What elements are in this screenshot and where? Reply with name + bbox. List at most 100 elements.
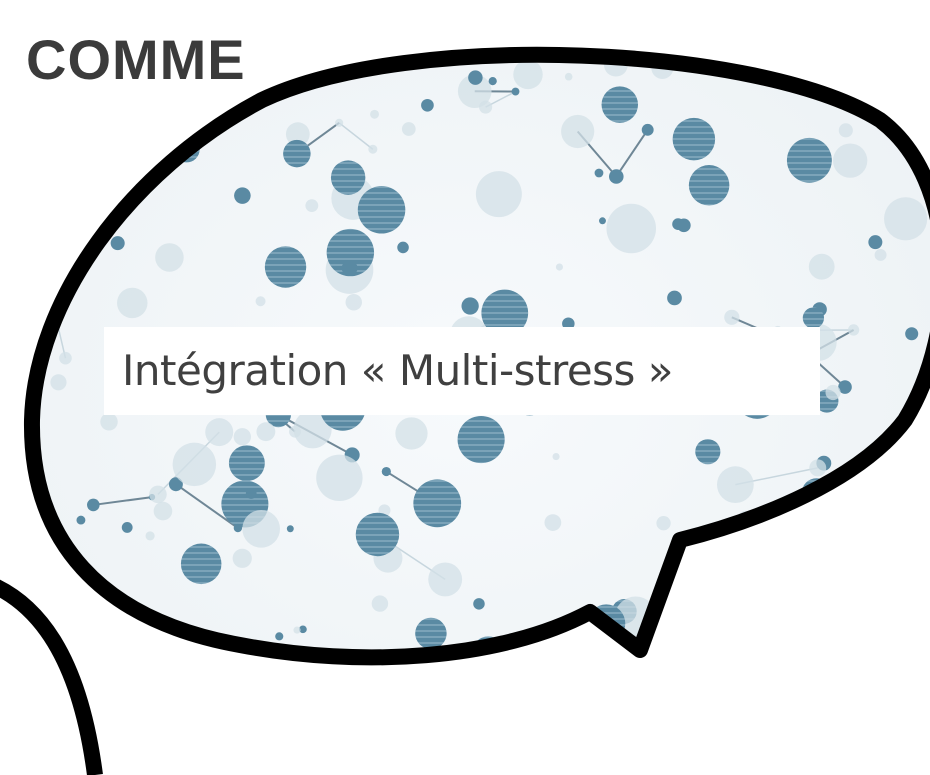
molecule-atom bbox=[838, 123, 853, 138]
molecule-atom bbox=[884, 197, 928, 241]
molecule-atom bbox=[802, 307, 825, 329]
molecule-atom bbox=[883, 58, 897, 71]
molecule-atom bbox=[357, 186, 406, 234]
molecule-atom bbox=[667, 290, 682, 306]
molecule-atom bbox=[800, 546, 816, 562]
molecule-atom bbox=[149, 485, 167, 504]
molecule-atom bbox=[488, 77, 497, 86]
molecule-atom bbox=[599, 217, 606, 225]
molecule-atom bbox=[283, 139, 311, 168]
molecule-atom bbox=[177, 111, 188, 122]
molecule-atom bbox=[606, 203, 657, 254]
molecule-atom bbox=[874, 248, 887, 261]
molecule-bond bbox=[615, 129, 649, 178]
molecule-atom bbox=[716, 466, 754, 504]
molecule-atom bbox=[31, 227, 64, 272]
molecule-atom bbox=[168, 477, 183, 492]
molecule-atom bbox=[428, 562, 463, 597]
molecule-atom bbox=[155, 243, 184, 272]
molecule-atom bbox=[457, 74, 492, 109]
molecule-atom bbox=[76, 515, 86, 525]
molecule-atom bbox=[513, 59, 543, 90]
molecule-atom bbox=[232, 548, 252, 568]
molecule-atom bbox=[905, 327, 919, 341]
molecule-atom bbox=[885, 534, 895, 544]
molecule-atom bbox=[86, 498, 100, 512]
molecule-atom bbox=[641, 123, 654, 136]
molecule-bond bbox=[115, 88, 121, 145]
molecule-atom bbox=[562, 317, 575, 330]
molecule-atom bbox=[473, 598, 485, 610]
molecule-atom bbox=[233, 428, 252, 446]
caption-text: Intégration « Multi-stress » bbox=[122, 346, 674, 395]
molecule-atom bbox=[413, 479, 462, 528]
molecule-atom bbox=[882, 54, 921, 83]
molecule-atom bbox=[341, 260, 358, 276]
molecule-atom bbox=[205, 418, 234, 447]
molecule-atom bbox=[868, 235, 883, 250]
molecule-atom bbox=[868, 538, 876, 546]
molecule-atom bbox=[370, 109, 379, 119]
molecule-atom bbox=[884, 608, 900, 624]
molecule-atom bbox=[299, 625, 307, 634]
molecule-atom bbox=[891, 435, 930, 476]
molecule-atom bbox=[601, 86, 639, 123]
molecule-atom bbox=[555, 263, 563, 271]
molecule-atom bbox=[656, 516, 671, 531]
molecule-atom bbox=[847, 324, 860, 336]
molecule-atom bbox=[381, 466, 391, 477]
molecule-atom bbox=[50, 374, 67, 391]
molecule-atom bbox=[838, 380, 852, 394]
molecule-atom bbox=[289, 425, 301, 438]
molecule-atom bbox=[368, 144, 378, 154]
molecule-atom bbox=[594, 168, 604, 178]
molecule-atom bbox=[59, 351, 72, 365]
molecule-atom bbox=[282, 54, 298, 68]
molecule-atom bbox=[255, 296, 266, 307]
molecule-atom bbox=[397, 241, 409, 254]
molecule-atom bbox=[145, 531, 155, 541]
molecule-atom bbox=[688, 165, 730, 206]
molecule-atom bbox=[101, 119, 144, 162]
molecule-atom bbox=[180, 543, 222, 585]
molecule-atom bbox=[825, 384, 841, 401]
molecule-atom bbox=[808, 253, 835, 280]
molecule-atom bbox=[256, 422, 276, 442]
molecule-atom bbox=[108, 136, 126, 154]
molecule-atom bbox=[780, 585, 796, 601]
molecule-atom bbox=[100, 413, 118, 431]
molecule-bond bbox=[93, 496, 153, 506]
molecule-atom bbox=[330, 160, 366, 195]
molecule-atom bbox=[786, 137, 832, 183]
molecule-atom bbox=[228, 445, 265, 482]
molecule-atom bbox=[233, 523, 243, 533]
molecule-atom bbox=[305, 199, 319, 213]
molecule-atom bbox=[345, 294, 363, 311]
molecule-atom bbox=[716, 638, 750, 658]
molecule-atom bbox=[851, 71, 869, 90]
molecule-atom bbox=[609, 169, 624, 184]
molecule-atom bbox=[150, 123, 166, 140]
molecule-atom bbox=[401, 122, 416, 136]
molecule-atom bbox=[809, 459, 827, 477]
bubble-outline bbox=[23, 46, 930, 666]
molecule-atom bbox=[293, 410, 332, 449]
molecule-atom bbox=[544, 514, 562, 531]
heading-comme: COMME bbox=[26, 28, 246, 91]
molecule-atom bbox=[461, 297, 479, 315]
molecule-atom bbox=[264, 246, 307, 288]
molecule-atom bbox=[286, 525, 294, 533]
molecule-atom bbox=[40, 270, 52, 282]
molecule-atom bbox=[117, 287, 148, 319]
molecule-bond bbox=[118, 87, 159, 133]
molecule-atom bbox=[421, 98, 434, 112]
molecule-atom bbox=[833, 143, 868, 178]
caption-box: Intégration « Multi-stress » bbox=[104, 327, 820, 415]
molecule-atom bbox=[672, 117, 716, 161]
molecule-atom bbox=[242, 509, 281, 548]
molecule-atom bbox=[153, 501, 173, 521]
molecule-atom bbox=[511, 87, 520, 96]
molecule-bond bbox=[338, 122, 374, 150]
molecule-atom bbox=[275, 632, 284, 641]
molecule-atom bbox=[35, 120, 70, 156]
